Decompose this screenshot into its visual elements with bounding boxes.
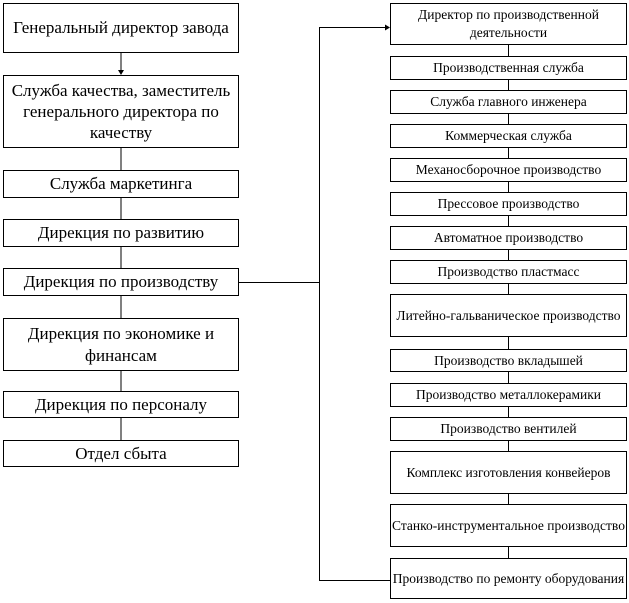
org-box: Производство пластмасс [390,260,627,284]
connector-line [319,27,390,581]
org-box: Производство вкладышей [390,349,627,372]
org-box: Комплекс изготовления конвейеров [390,451,627,494]
box-label: Автоматное производство [433,230,584,246]
org-box: Дирекция по экономике и финансам [3,318,239,371]
org-box: Отдел сбыта [3,440,239,467]
org-box: Автоматное производство [390,226,627,250]
box-label: Генеральный директор завода [13,18,229,38]
org-box: Генеральный директор завода [3,3,239,53]
arrow-head-icon [118,70,124,75]
org-box: Производство по ремонту оборудования [390,558,627,599]
box-label: Служба маркетинга [49,174,193,194]
org-box: Производственная служба [390,56,627,80]
org-box: Служба маркетинга [3,170,239,198]
org-box: Коммерческая служба [390,124,627,148]
box-label: Служба качества, заместитель генеральног… [11,80,231,143]
org-box: Механосборочное производство [390,158,627,182]
box-label: Производственная служба [433,60,584,76]
box-label: Производство вкладышей [434,352,583,368]
box-label: Отдел сбыта [75,443,167,463]
box-label: Коммерческая служба [445,128,572,144]
box-label: Станко-инструментальное производство [392,517,625,533]
box-label: Литейно-гальваническое производство [396,307,621,323]
box-label: Дирекция по персоналу [34,394,208,414]
org-box: Литейно-гальваническое производство [390,294,627,337]
box-label: Комплекс изготовления конвейеров [406,464,611,480]
org-box: Дирекция по развитию [3,219,239,247]
arrow-head-icon [385,24,390,31]
org-box: Дирекция по производству [3,268,239,296]
box-label: Механосборочное производство [415,162,602,178]
box-label: Прессовое производство [437,196,580,212]
box-label: Производство пластмасс [437,264,580,280]
org-box: Служба качества, заместитель генеральног… [3,75,239,148]
org-box: Директор по производственной деятельност… [390,3,627,45]
org-box: Прессовое производство [390,192,627,216]
box-label: Производство по ремонту оборудования [392,570,625,586]
org-box: Производство металлокерамики [390,383,627,407]
box-label: Служба главного инженера [430,94,587,110]
org-box: Служба главного инженера [390,90,627,114]
box-label: Производство металлокерамики [415,387,602,403]
org-box: Станко-инструментальное производство [390,504,627,547]
box-label: Дирекция по экономике и финансам [27,324,215,365]
org-box: Производство вентилей [390,417,627,441]
box-label: Директор по производственной деятельност… [418,7,599,40]
box-label: Дирекция по производству [23,272,219,292]
org-box: Дирекция по персоналу [3,391,239,418]
box-label: Производство вентилей [440,421,577,437]
box-label: Дирекция по развитию [37,223,205,243]
